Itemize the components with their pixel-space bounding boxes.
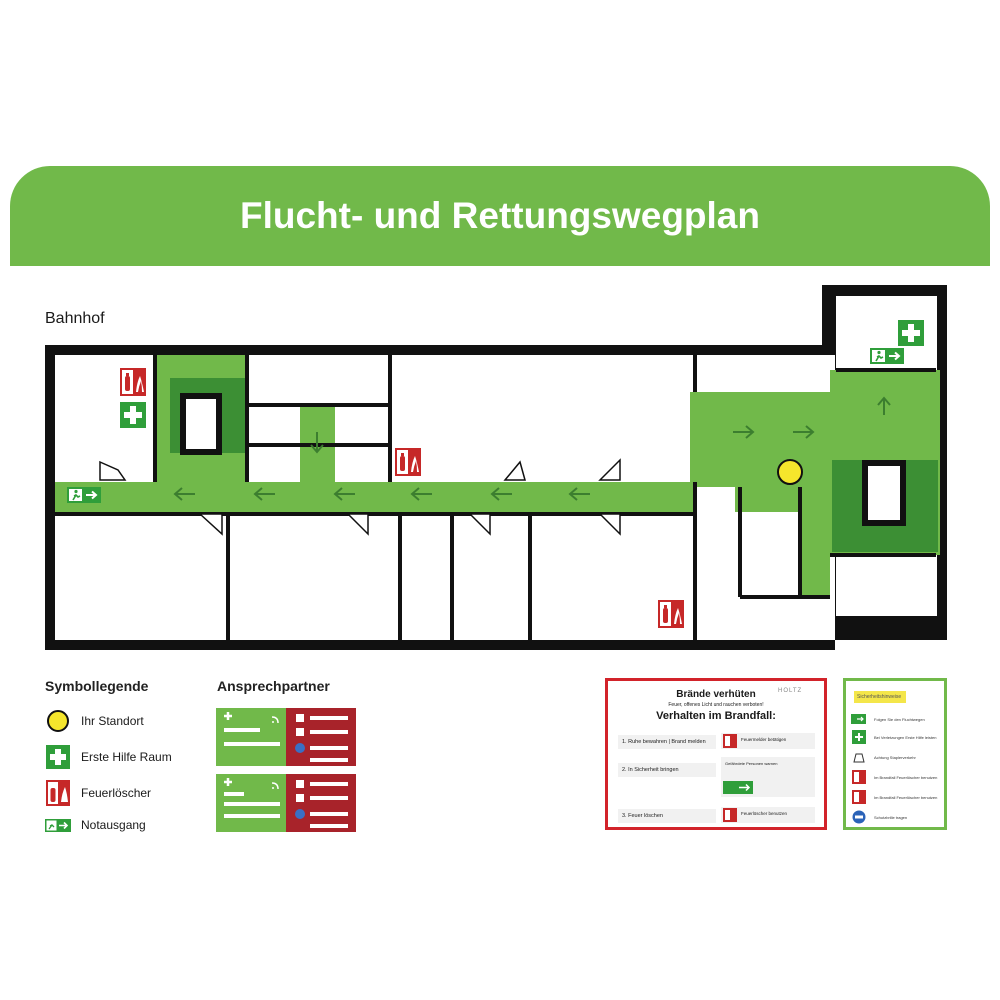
poster-step: 3. Feuer löschen (618, 809, 716, 823)
legend-item: Erste Hilfe Raum (45, 744, 172, 770)
poster-action: Feuerlöscher benutzen (721, 807, 815, 823)
poster-row: Im Brandfall Feuerlöscher benutzen (851, 789, 937, 805)
poster-row: Folgen Sie den Fluchtwegen (851, 711, 925, 727)
safety-poster: Sicherheitshinweise Folgen Sie den Fluch… (843, 678, 947, 830)
poster-row: Bei Verletzungen Erste Hilfe leisten (851, 729, 936, 745)
emergency-exit-icon (45, 813, 71, 837)
door-swings (99, 458, 621, 536)
fire-extinguisher-icon (120, 368, 146, 396)
title-banner: Flucht- und Rettungswegplan (10, 166, 990, 266)
first-aid-icon (120, 402, 146, 428)
stairwell-right (832, 460, 938, 552)
contact-card (216, 708, 356, 766)
page-title: Flucht- und Rettungswegplan (239, 195, 760, 236)
fire-extinguisher-icon (45, 780, 71, 806)
first-aid-icon (898, 320, 924, 346)
legend-title: Symbollegende (45, 678, 149, 694)
interior-walls (55, 355, 936, 640)
fire-extinguisher-icon (395, 448, 421, 476)
poster-row: Schutzbrille tragen (851, 809, 907, 825)
poster-action: Gefährdete Personen warnen (721, 757, 815, 797)
poster-step: 1. Ruhe bewahren | Brand melden (618, 735, 716, 749)
first-aid-icon (45, 745, 71, 769)
legend-item: Ihr Standort (45, 708, 144, 734)
poster-header: Sicherheitshinweise (854, 691, 906, 703)
brand-logo: HOLTZ (778, 688, 803, 694)
legend-item: Notausgang (45, 812, 146, 838)
position-dot-icon (45, 709, 71, 733)
floor-label: Bahnhof (45, 310, 105, 327)
escape-arrows (173, 396, 891, 501)
you-are-here-marker (777, 459, 803, 485)
contact-card (216, 774, 356, 832)
poster-step: 2. In Sicherheit bringen (618, 763, 716, 777)
poster-action: Feuermelder betätigen (721, 733, 815, 749)
legend-item: Feuerlöscher (45, 780, 151, 806)
emergency-exit-icon (66, 486, 102, 504)
poster-row: Im Brandfall Feuerlöscher benutzen (851, 769, 937, 785)
stairwell-left (170, 378, 245, 455)
fire-extinguisher-icon (658, 600, 684, 628)
poster-title: Brände verhüten (676, 689, 756, 700)
poster-subtitle: Feuer, offenes Licht und rauchen verbote… (668, 702, 764, 708)
poster-heading: Verhalten im Brandfall: (656, 710, 776, 722)
fire-behaviour-poster: Brände verhüten Feuer, offenes Licht und… (605, 678, 827, 830)
poster-row: Achtung Staplerverkehr (851, 749, 916, 765)
emergency-exit-icon (869, 347, 905, 365)
contacts-title: Ansprechpartner (217, 678, 330, 694)
